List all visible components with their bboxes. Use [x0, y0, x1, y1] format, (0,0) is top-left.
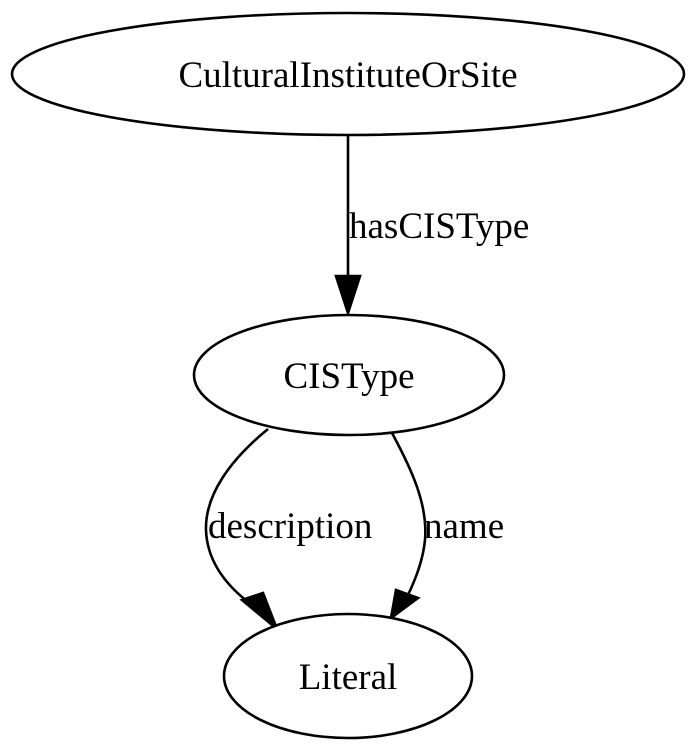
arrowhead-icon — [334, 274, 362, 318]
arrowhead-icon — [239, 591, 281, 634]
node-label: Literal — [299, 657, 398, 698]
edge-line — [390, 432, 427, 596]
edge-name: name — [389, 432, 504, 621]
node-literal: Literal — [222, 612, 474, 740]
edge-label: description — [208, 506, 372, 547]
node-ellipse — [192, 313, 506, 437]
edge-line — [204, 427, 269, 607]
edge-label: hasCISType — [349, 206, 529, 247]
node-label: CISType — [283, 356, 414, 397]
edge-has-cis-type: hasCISType — [334, 136, 529, 318]
node-ellipse — [10, 11, 686, 137]
node-label: CulturalInstituteOrSite — [178, 55, 517, 96]
node-cis-type: CISType — [192, 313, 506, 437]
edge-label: name — [424, 506, 504, 547]
node-cultural-institute-or-site: CulturalInstituteOrSite — [10, 11, 686, 137]
node-ellipse — [222, 612, 474, 740]
edge-description: description — [204, 427, 372, 634]
arrowhead-icon — [389, 588, 421, 621]
